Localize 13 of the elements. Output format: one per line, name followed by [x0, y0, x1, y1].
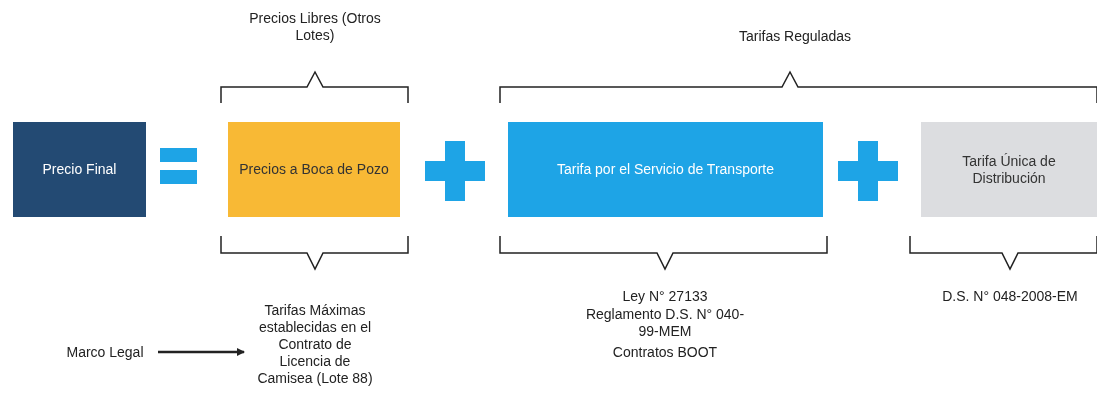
tariff-box: Tarifa Única de Distribución	[921, 122, 1097, 217]
arrow	[158, 348, 245, 356]
tariff-box: Tarifa por el Servicio de Transporte	[508, 122, 823, 217]
annotation-text: Ley N° 27133	[621, 288, 709, 305]
annotation-text: Reglamento D.S. N° 040-99-MEM	[585, 306, 745, 340]
annotation-text: Contratos BOOT	[611, 344, 719, 361]
annotation-text: D.S. N° 048-2008-EM	[941, 288, 1079, 305]
price-box: Precio Final	[13, 122, 146, 217]
annotation-text: Precios Libres (Otros Lotes)	[248, 10, 382, 44]
legal-label: Marco Legal	[58, 342, 152, 362]
annotation-text: Tarifas Reguladas	[737, 28, 853, 45]
price-box: Precios a Boca de Pozo	[228, 122, 400, 217]
legal-text: Tarifas Máximas establecidas en el Contrato de Licencia de Camisea (Lote 88)	[246, 288, 384, 400]
